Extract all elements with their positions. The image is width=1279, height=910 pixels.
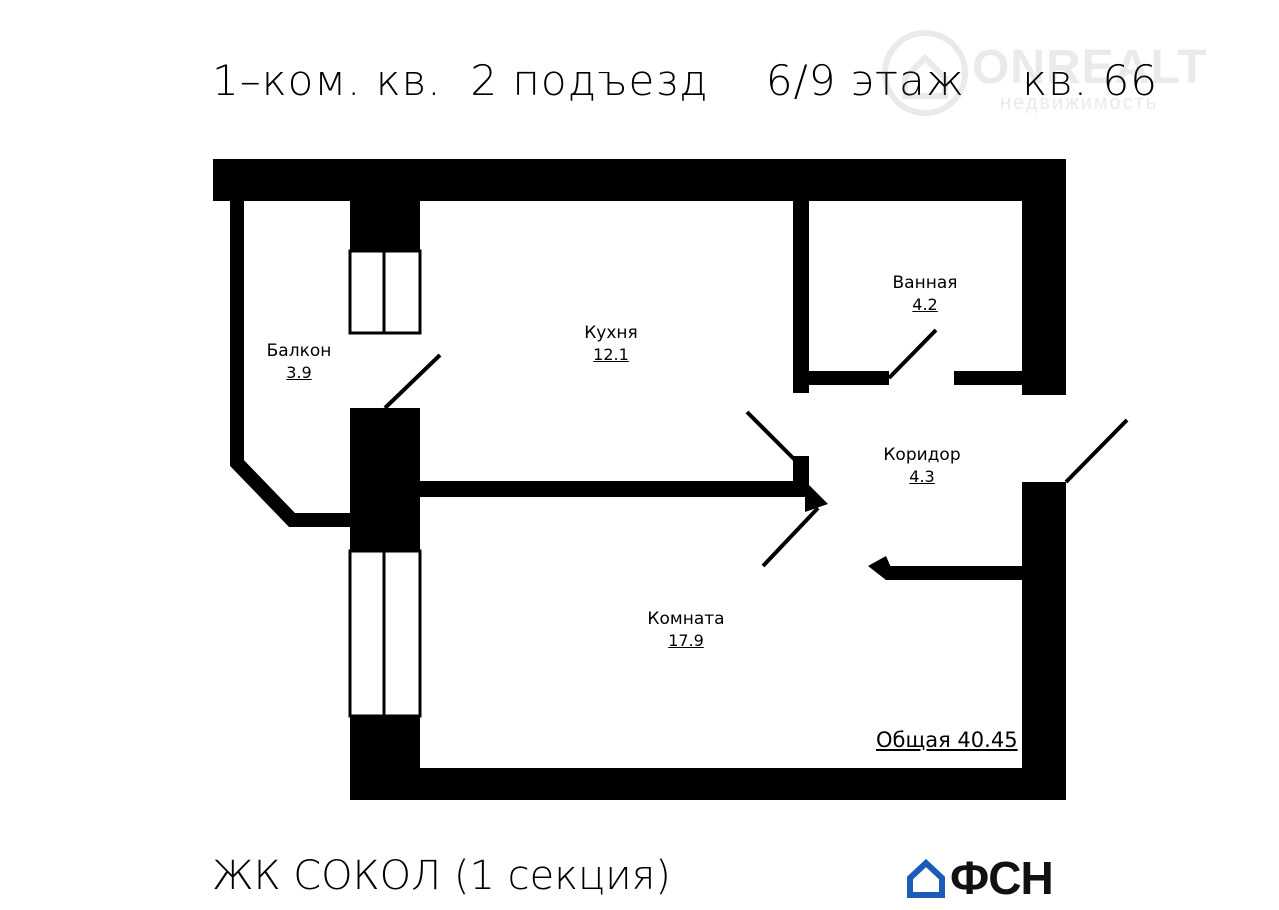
walls (213, 159, 1066, 800)
room-name: Ванная (892, 273, 958, 293)
wall-left-middle (350, 408, 420, 551)
wall-bath-left (793, 201, 809, 393)
room-area: 4.2 (912, 295, 938, 314)
watermark-brand: ONREALT (972, 41, 1208, 94)
room-area: 4.3 (909, 467, 935, 486)
room-area: 17.9 (668, 631, 704, 650)
complex-name: ЖК СОКОЛ (1 секция) (212, 853, 671, 899)
room-label-living: Комната 17.9 (647, 608, 724, 652)
room-label-balcony: Балкон 3.9 (267, 340, 332, 384)
wall-right-upper (1022, 159, 1066, 395)
wall-bath-bottom-right (954, 371, 1022, 385)
window-kitchen (348, 249, 422, 335)
wall-arrow-tip (805, 481, 828, 512)
wall-top (213, 159, 1066, 201)
wall-left-bottom (350, 716, 420, 800)
logo-text: ФСН (950, 852, 1054, 904)
room-label-kitchen: Кухня 12.1 (584, 322, 638, 366)
room-label-bathroom: Ванная 4.2 (893, 272, 958, 316)
house-icon (882, 30, 968, 116)
balcony-outline (230, 201, 350, 527)
watermark: ONREALT недвижимость (880, 28, 1250, 118)
window-room (348, 549, 422, 718)
fsn-logo: ФСН (906, 852, 1054, 904)
door-kitchen (745, 410, 802, 467)
room-name: Кухня (584, 323, 638, 343)
wall-corridor-room (886, 566, 1022, 580)
wall-bottom (350, 768, 1066, 800)
room-label-corridor: Коридор 4.3 (883, 444, 960, 488)
room-name: Коридор (883, 445, 961, 465)
plan-header-title: 1–ком. кв. 2 подъезд 6/9 этаж кв. 66 (212, 56, 1158, 105)
door-bathroom (887, 328, 938, 380)
wall-bath-bottom-left (793, 371, 889, 385)
watermark-subtitle: недвижимость (1000, 92, 1159, 114)
door-room (761, 506, 820, 568)
wall-right-lower (1022, 482, 1066, 800)
wall-kitchen-room (420, 481, 805, 497)
room-area: 12.1 (593, 345, 629, 364)
doors (383, 328, 1129, 568)
house-icon (907, 858, 945, 898)
door-balcony (383, 353, 442, 410)
room-name: Комната (647, 609, 725, 629)
room-area: 3.9 (286, 363, 312, 382)
door-entrance (1064, 418, 1129, 484)
wall-left-top (350, 159, 420, 251)
wall-corridor-room-end (868, 556, 893, 580)
total-area: Общая 40.45 (876, 728, 1018, 752)
room-name: Балкон (266, 341, 332, 361)
